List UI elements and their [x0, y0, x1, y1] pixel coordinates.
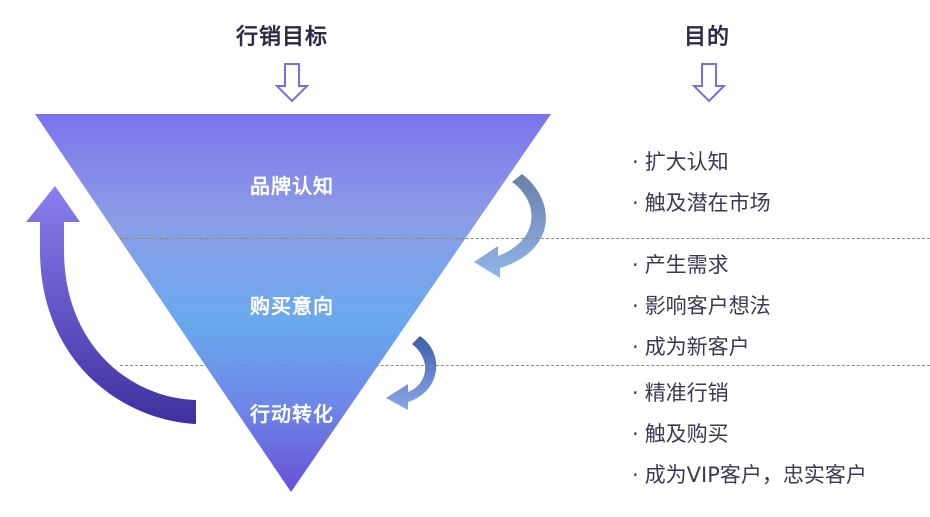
bullet: · — [632, 150, 639, 174]
bullet: · — [632, 463, 639, 487]
curved-arrow-icon — [386, 336, 437, 410]
purpose-item: ·产生需求 — [632, 249, 729, 279]
funnel-triangle — [35, 114, 551, 492]
purpose-item: ·扩大认知 — [632, 146, 729, 176]
tier-label-brand-awareness: 品牌认知 — [250, 174, 334, 198]
cycle-arrow-icon — [26, 186, 196, 424]
purpose-item: ·触及潜在市场 — [632, 187, 771, 217]
marketing-goal-header: 行销目标 — [236, 25, 329, 50]
purpose-text: 影响客户想法 — [644, 294, 771, 318]
purpose-item: ·影响客户想法 — [632, 290, 771, 320]
bullet: · — [632, 191, 639, 215]
purpose-text: 产生需求 — [644, 253, 729, 277]
section-divider — [120, 238, 930, 239]
tier-label-action-conversion: 行动转化 — [250, 402, 334, 426]
down-arrow-icon — [274, 63, 310, 103]
section-divider — [120, 365, 930, 366]
bullet: · — [632, 422, 639, 446]
bullet: · — [632, 294, 639, 318]
bullet: · — [632, 335, 639, 359]
purpose-text: 触及购买 — [644, 422, 729, 446]
curved-arrow-icon — [474, 174, 546, 278]
purpose-item: ·成为VIP客户，忠实客户 — [632, 459, 867, 489]
purpose-text: 扩大认知 — [644, 150, 729, 174]
purpose-item: ·成为新客户 — [632, 331, 750, 361]
purpose-item: ·触及购买 — [632, 418, 729, 448]
purpose-header: 目的 — [684, 25, 731, 50]
purpose-text: 精准行销 — [644, 381, 729, 405]
purpose-text: 成为VIP客户，忠实客户 — [644, 463, 867, 487]
purpose-item: ·精准行销 — [632, 377, 729, 407]
bullet: · — [632, 253, 639, 277]
tier-label-purchase-intent: 购买意向 — [250, 294, 334, 318]
purpose-text: 触及潜在市场 — [644, 191, 771, 215]
bullet: · — [632, 381, 639, 405]
purpose-text: 成为新客户 — [644, 335, 750, 359]
down-arrow-icon — [691, 63, 727, 103]
